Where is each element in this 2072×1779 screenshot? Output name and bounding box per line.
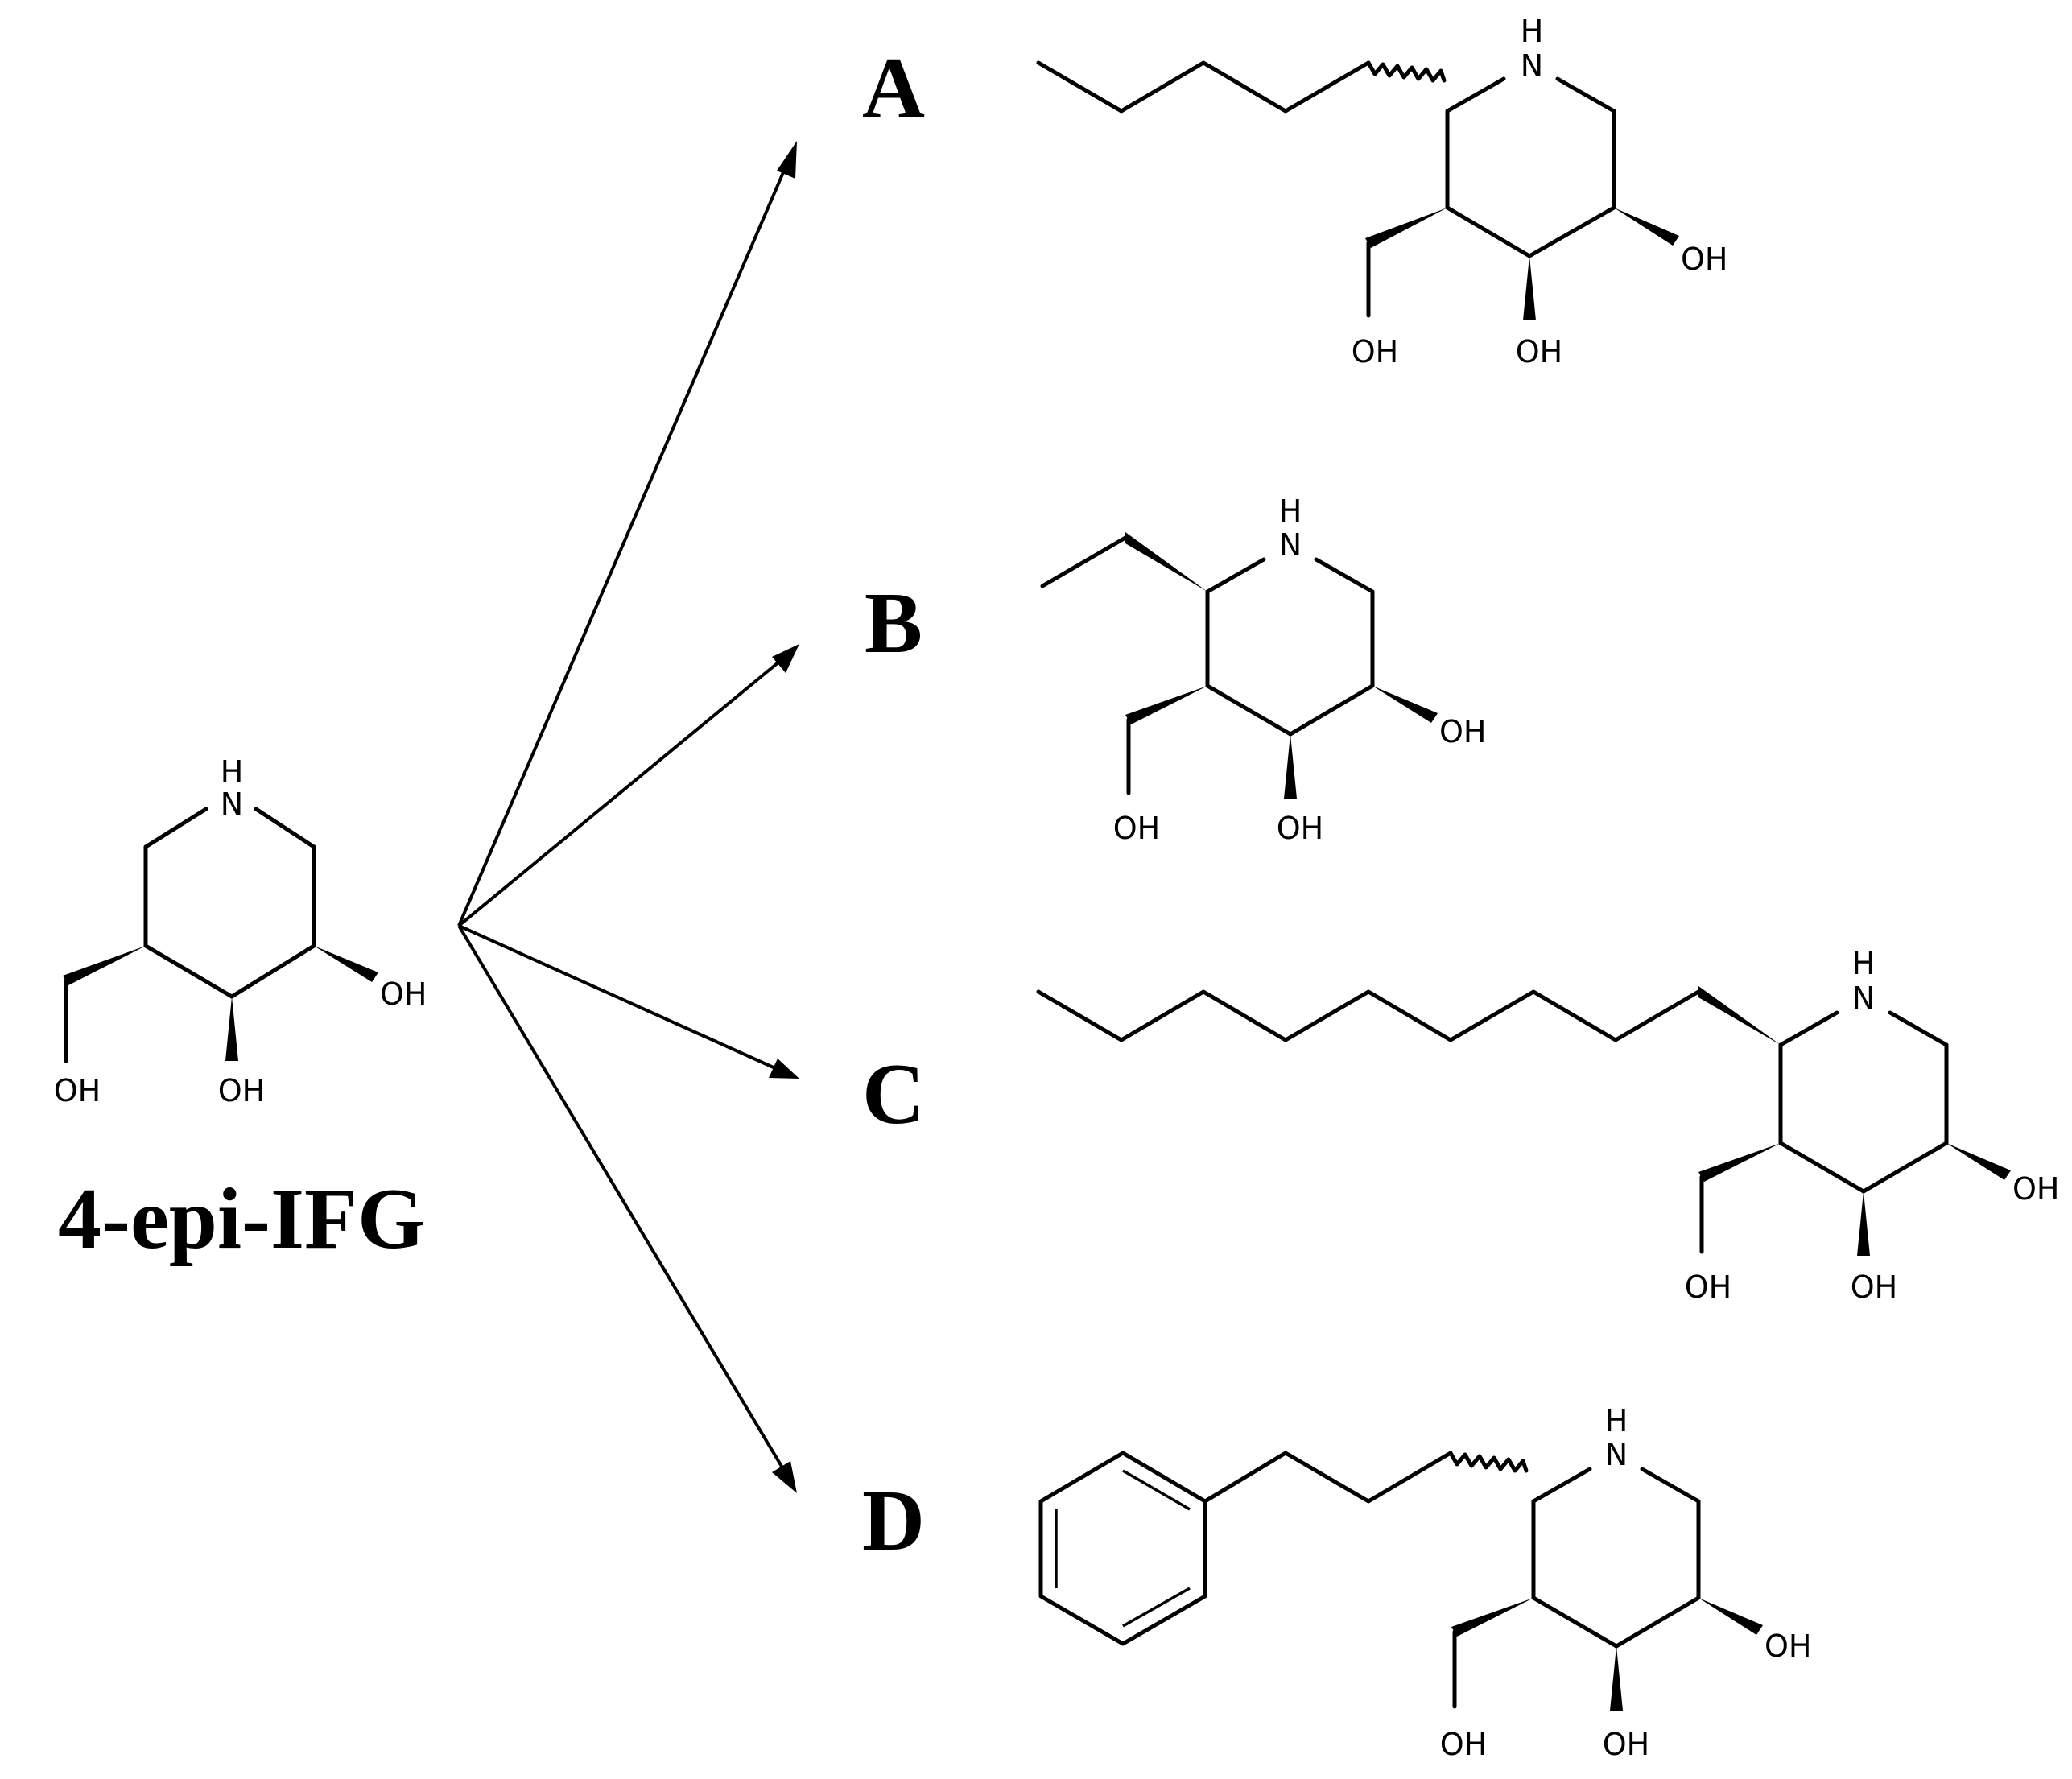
atom-n: N — [1279, 527, 1302, 563]
wedge-bond — [225, 997, 238, 1061]
atom-oh: OH — [1439, 714, 1486, 749]
atom-oh: OH — [2012, 1171, 2059, 1207]
atom-h: H — [1279, 493, 1302, 529]
wedge-bond — [1372, 686, 1438, 723]
wedge-bond — [1365, 208, 1447, 248]
arrow-to-d — [457, 924, 785, 1471]
wedge-bond — [1523, 256, 1536, 320]
wedge-bond — [314, 946, 378, 982]
atom-oh: OH — [1851, 1269, 1897, 1305]
atom-h: H — [1605, 1403, 1628, 1438]
atom-oh: OH — [1516, 334, 1562, 369]
wedge-bond — [1610, 1646, 1623, 1711]
atom-oh: OH — [1685, 1269, 1731, 1305]
wedge-bond — [1698, 986, 1781, 1045]
reaction-arrows — [457, 141, 799, 1493]
atom-oh: OH — [1113, 811, 1160, 846]
parent-name: 4-epi-IFG — [58, 1171, 425, 1267]
arrow-head-c — [769, 1059, 799, 1079]
wedge-bond — [1614, 208, 1679, 246]
label-a: A — [862, 40, 925, 136]
label-c: C — [862, 1046, 925, 1142]
wedge-bond — [1451, 1598, 1533, 1637]
atom-oh: OH — [54, 1073, 101, 1108]
arrow-head-b — [772, 644, 799, 673]
wedge-bond — [1857, 1191, 1870, 1256]
wedge-bond — [1284, 734, 1297, 799]
atom-oh: OH — [380, 976, 427, 1012]
atom-n: N — [1605, 1437, 1628, 1472]
arrow-head-d — [772, 1461, 797, 1493]
atom-h: H — [221, 754, 244, 790]
wavy-bond — [1366, 60, 1447, 83]
compound-b: H N OH OH OH — [1040, 493, 1486, 846]
compound-c: H N OH OH OH — [1036, 946, 2059, 1305]
label-b: B — [865, 576, 922, 671]
wedge-bond — [1698, 1598, 1763, 1635]
arrow-head-a — [777, 141, 797, 179]
atom-oh: OH — [1352, 334, 1398, 369]
atom-n: N — [221, 786, 243, 822]
atom-oh: OH — [1765, 1628, 1811, 1664]
atom-oh: OH — [1440, 1727, 1487, 1762]
atom-oh: OH — [1277, 811, 1323, 846]
label-d: D — [862, 1473, 925, 1569]
compound-a: H N OH OH OH — [1036, 14, 1727, 369]
benzene-ring — [1038, 1451, 1207, 1646]
atom-oh: OH — [1681, 241, 1727, 277]
arrow-to-a — [457, 164, 788, 927]
wedge-bond — [1125, 532, 1207, 592]
wedge-bond — [1125, 686, 1207, 724]
atom-n: N — [1521, 48, 1543, 84]
arrow-to-b — [457, 660, 781, 927]
atom-oh: OH — [1603, 1727, 1649, 1762]
atom-oh: OH — [218, 1073, 265, 1108]
wedge-bond — [1698, 1143, 1781, 1182]
atom-h: H — [1852, 946, 1876, 981]
parent-molecule: H N OH OH OH 4-epi-IFG — [54, 754, 427, 1267]
wavy-bond — [1448, 1451, 1529, 1473]
wedge-bond — [1946, 1143, 2011, 1180]
arrow-to-c — [458, 924, 776, 1070]
atom-n: N — [1852, 980, 1875, 1016]
wedge-bond — [63, 946, 146, 985]
compound-d: H N OH OH OH — [1038, 1403, 1811, 1762]
atom-h: H — [1521, 14, 1544, 49]
